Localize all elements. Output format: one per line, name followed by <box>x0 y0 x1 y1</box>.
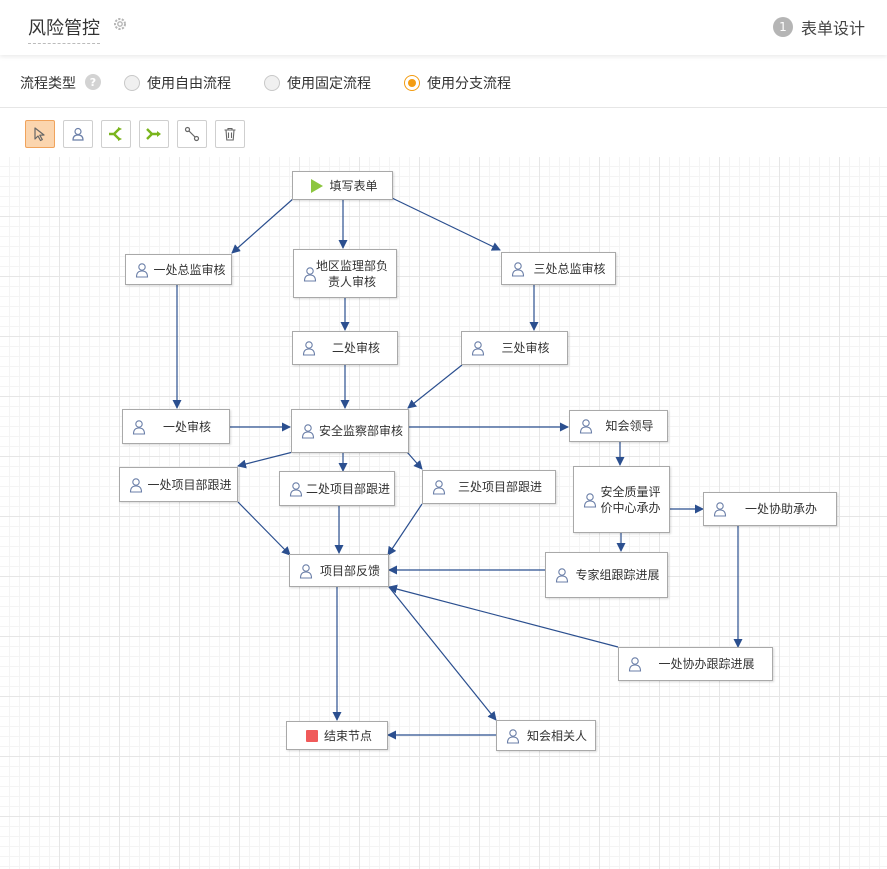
node-label: 专家组跟踪进展 <box>575 568 660 582</box>
connector-tool-button[interactable] <box>177 120 207 148</box>
branch-icon <box>109 127 122 141</box>
flow-node[interactable]: 三处审核 <box>461 331 568 365</box>
pointer-tool-button[interactable] <box>25 120 55 148</box>
flow-node[interactable]: 二处项目部跟进 <box>279 471 395 506</box>
user-icon <box>289 481 303 497</box>
designer-toolbar <box>0 109 887 157</box>
flow-node-end[interactable]: 结束节点 <box>286 721 388 750</box>
step-label: 表单设计 <box>800 19 865 38</box>
user-icon <box>713 502 727 517</box>
flow-node[interactable]: 一处协助承办 <box>703 492 837 526</box>
flow-type-label: 流程类型 <box>20 76 76 92</box>
node-label: 安全质量评价中心承办 <box>600 484 661 515</box>
radio-label: 使用自由流程 <box>147 76 231 92</box>
radio-label: 使用固定流程 <box>287 76 371 92</box>
flow-node[interactable]: 安全监察部审核 <box>291 409 409 453</box>
node-label: 一处项目部跟进 <box>147 477 232 492</box>
flow-node[interactable]: 一处审核 <box>122 409 230 444</box>
user-icon <box>583 492 597 508</box>
user-icon <box>299 563 313 579</box>
flow-node[interactable]: 知会相关人 <box>496 720 596 751</box>
gear-icon[interactable] <box>112 16 128 32</box>
radio-branch-flow[interactable]: 使用分支流程 <box>404 73 511 93</box>
flow-node[interactable]: 一处协办跟踪进展 <box>618 647 773 681</box>
user-icon <box>511 261 525 277</box>
node-label: 填写表单 <box>329 178 378 193</box>
connector-icon <box>184 126 200 142</box>
flow-node[interactable]: 二处审核 <box>292 331 398 365</box>
app-header: 风险管控 1 表单设计 <box>0 0 887 55</box>
flow-node[interactable]: 项目部反馈 <box>289 554 389 587</box>
radio-circle[interactable] <box>124 75 140 91</box>
user-icon <box>132 419 146 435</box>
flow-node[interactable]: 安全质量评价中心承办 <box>573 466 670 533</box>
user-icon <box>303 266 317 282</box>
flow-node[interactable]: 知会领导 <box>569 410 668 442</box>
node-label: 一处审核 <box>162 419 211 434</box>
node-label: 知会领导 <box>605 419 654 433</box>
flow-node[interactable]: 三处项目部跟进 <box>422 470 556 504</box>
stop-icon <box>306 729 318 742</box>
flow-type-row: 流程类型 ? 使用自由流程 使用固定流程 使用分支流程 <box>0 56 887 108</box>
node-label: 三处审核 <box>501 341 550 355</box>
node-label: 知会相关人 <box>526 728 587 743</box>
merge-icon <box>146 128 161 140</box>
radio-circle[interactable] <box>264 75 280 91</box>
branch-tool-button[interactable] <box>101 120 131 148</box>
user-icon <box>129 477 143 493</box>
flow-node[interactable]: 地区监理部负责人审核 <box>293 249 397 298</box>
node-label: 三处项目部跟进 <box>457 480 542 494</box>
user-icon <box>579 419 593 434</box>
radio-label: 使用分支流程 <box>427 76 511 92</box>
play-icon <box>311 178 323 193</box>
flow-node[interactable]: 一处项目部跟进 <box>119 467 238 502</box>
step-number: 1 <box>772 17 793 37</box>
radio-fixed-flow[interactable]: 使用固定流程 <box>264 73 371 93</box>
radio-free-flow[interactable]: 使用自由流程 <box>124 73 231 93</box>
node-label: 地区监理部负责人审核 <box>316 258 389 289</box>
user-icon <box>506 728 520 744</box>
node-label: 二处项目部跟进 <box>305 481 390 496</box>
flow-node[interactable]: 三处总监审核 <box>501 252 616 285</box>
pointer-icon <box>34 127 45 142</box>
radio-circle-selected[interactable] <box>404 75 420 91</box>
page-title[interactable]: 风险管控 <box>28 14 100 44</box>
node-label: 安全监察部审核 <box>318 424 403 438</box>
node-label: 一处协办跟踪进展 <box>658 657 755 671</box>
step-indicator[interactable]: 1 表单设计 <box>772 15 865 39</box>
node-label: 结束节点 <box>323 728 372 743</box>
flow-node[interactable]: 专家组跟踪进展 <box>545 552 668 598</box>
user-icon <box>628 657 642 672</box>
user-icon <box>135 262 149 278</box>
node-label: 一处总监审核 <box>153 262 226 277</box>
delete-tool-button[interactable] <box>215 120 245 148</box>
help-icon[interactable]: ? <box>85 74 101 90</box>
node-label: 项目部反馈 <box>319 563 380 578</box>
trash-icon <box>224 127 236 141</box>
user-icon <box>301 424 315 439</box>
user-icon <box>72 127 84 141</box>
user-icon <box>302 341 316 356</box>
node-label: 二处审核 <box>331 341 380 355</box>
user-icon <box>555 568 569 583</box>
node-label: 一处协助承办 <box>744 502 817 516</box>
user-icon <box>471 341 485 356</box>
node-label: 三处总监审核 <box>533 261 606 276</box>
merge-tool-button[interactable] <box>139 120 169 148</box>
user-icon <box>432 480 446 495</box>
task-node-tool-button[interactable] <box>63 120 93 148</box>
flow-node-start[interactable]: 填写表单 <box>292 171 393 200</box>
flow-node[interactable]: 一处总监审核 <box>125 254 232 285</box>
